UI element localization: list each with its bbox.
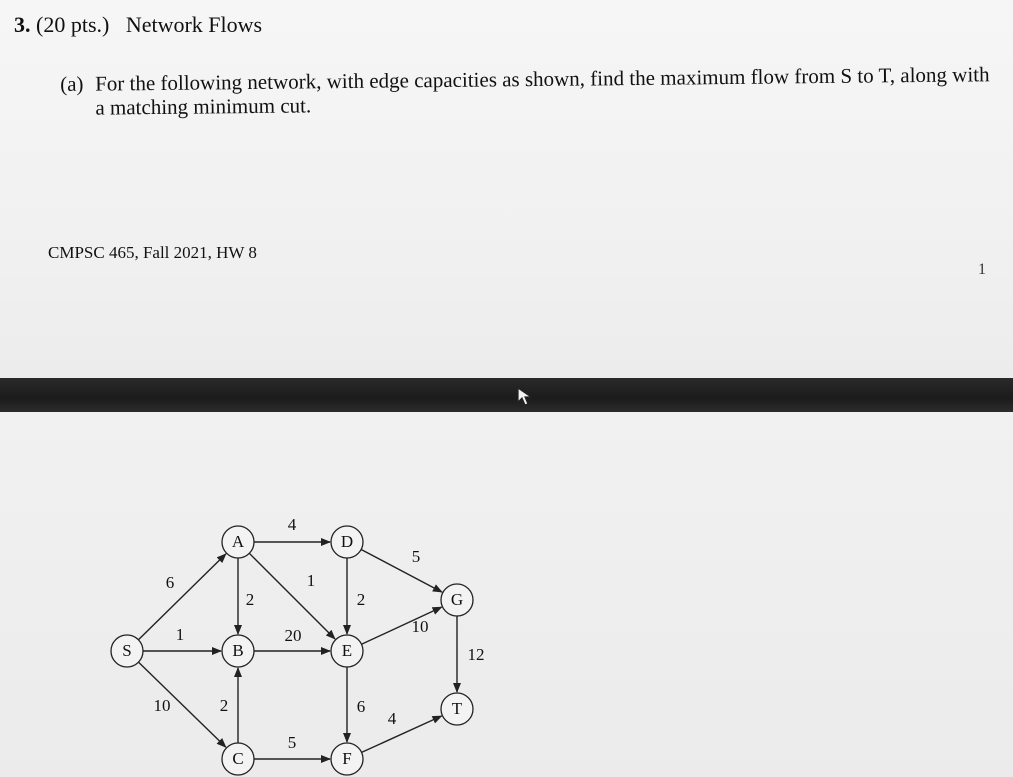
capacity-label-f-t: 4 [388, 709, 397, 728]
node-g: G [440, 583, 474, 617]
node-circle-c [221, 742, 255, 776]
node-label-f: F [342, 749, 351, 768]
document-page-top: 3. (20 pts.) Network Flows (a) For the f… [0, 0, 1013, 380]
document-page-bottom [0, 412, 1013, 777]
node-s: S [110, 634, 144, 668]
node-label-t: T [452, 699, 463, 718]
capacity-label-a-d: 4 [288, 515, 297, 534]
node-label-s: S [122, 641, 131, 660]
node-e: E [330, 634, 364, 668]
node-circle-t [440, 692, 474, 726]
page-divider [0, 378, 1013, 412]
capacity-label-c-f: 5 [288, 733, 297, 752]
node-c: C [221, 742, 255, 776]
node-circle-g [440, 583, 474, 617]
edge-e-g [361, 606, 443, 645]
problem-points: (20 pts.) [36, 12, 110, 37]
footer-course-info: CMPSC 465, Fall 2021, HW 8 [48, 243, 257, 262]
node-circle-s [110, 634, 144, 668]
node-label-a: A [232, 532, 245, 551]
node-a: A [221, 525, 255, 559]
capacity-label-d-e: 2 [357, 590, 366, 609]
capacity-label-d-g: 5 [412, 547, 421, 566]
capacity-label-a-e: 1 [307, 571, 316, 590]
edge-s-a [137, 553, 227, 641]
node-d: D [330, 525, 364, 559]
node-circle-d [330, 525, 364, 559]
capacity-label-g-t: 12 [468, 645, 485, 664]
node-circle-e [330, 634, 364, 668]
node-label-b: B [232, 641, 243, 660]
capacity-label-c-b: 2 [220, 696, 229, 715]
node-circle-f [330, 742, 364, 776]
capacity-label-e-g: 10 [412, 617, 429, 636]
node-b: B [221, 634, 255, 668]
edge-s-c [137, 661, 227, 748]
capacity-label-b-e: 20 [285, 626, 302, 645]
footer-page-number: 1 [978, 261, 986, 278]
capacity-label-s-b: 1 [176, 625, 185, 644]
capacity-label-e-f: 6 [357, 697, 366, 716]
capacity-label-a-b: 2 [246, 590, 255, 609]
problem-number: 3. [14, 12, 31, 37]
node-circle-a [221, 525, 255, 559]
problem-title: Network Flows [125, 12, 263, 37]
node-circle-b [221, 634, 255, 668]
capacity-label-s-a: 6 [166, 573, 175, 592]
node-label-c: C [232, 749, 243, 768]
edge-d-g [360, 548, 443, 593]
mouse-cursor-icon [517, 386, 533, 406]
problem-heading: 3. (20 pts.) Network Flows [14, 12, 262, 38]
node-label-d: D [341, 532, 353, 551]
node-label-g: G [451, 590, 463, 609]
capacity-label-s-c: 10 [154, 696, 171, 715]
node-t: T [440, 692, 474, 726]
edge-f-t [361, 715, 443, 754]
node-label-e: E [342, 641, 352, 660]
edge-a-e [248, 552, 336, 640]
node-f: F [330, 742, 364, 776]
